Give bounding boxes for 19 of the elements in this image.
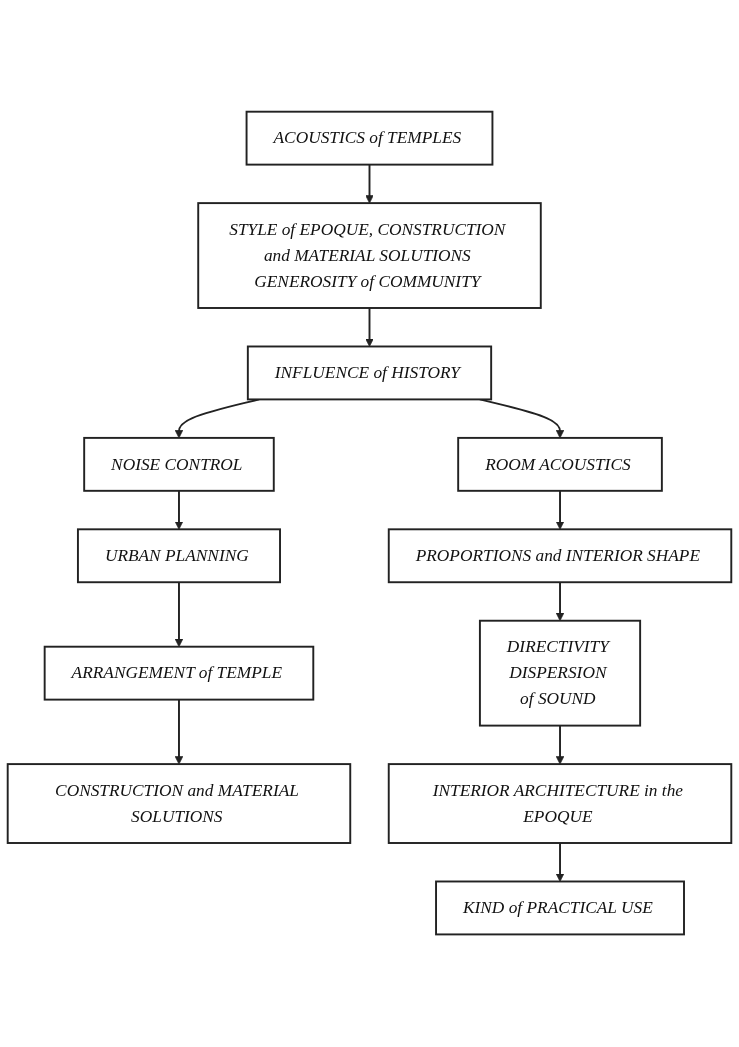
node-box: KIND of PRACTICAL USE [435,880,685,936]
node-box: INFLUENCE of HISTORY [246,345,493,401]
node-box: ARRANGEMENT of TEMPLE [43,646,315,701]
node-box: NOISE CONTROL [83,437,275,493]
node-box: INTERIOR ARCHITECTURE in the EPOQUE [387,763,733,845]
node-box: ROOM ACOUSTICS [457,437,663,493]
arrow [555,725,565,765]
arrow [174,581,184,648]
node-box: ACOUSTICS of TEMPLES [245,111,494,166]
node-box: STYLE of EPOQUE, CONSTRUCTION and MATERIAL SOLUTIONS GENEROSITY of COMMUNITY [197,202,542,310]
arrow [174,699,184,765]
arrow [365,164,374,204]
arrow [555,842,565,883]
node-box: PROPORTIONS and INTERIOR SHAPE [387,528,733,584]
arrow [555,581,565,622]
arrow [365,307,374,348]
node-box: CONSTRUCTION and MATERIAL SOLUTIONS [6,763,352,845]
node-box: DIRECTIVITY DISPERSION of SOUND [478,620,642,727]
node-box: URBAN PLANNING [76,528,281,584]
